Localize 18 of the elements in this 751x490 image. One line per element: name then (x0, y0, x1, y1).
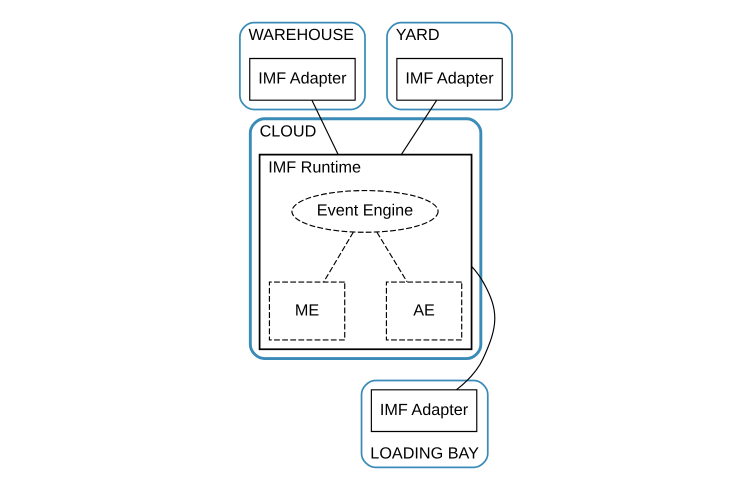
node-box: ME (268, 281, 345, 341)
node-box: IMF Adapter (396, 58, 502, 101)
connector (322, 232, 354, 282)
node-label: CLOUD (259, 122, 316, 140)
node-label: WAREHOUSE (248, 26, 354, 44)
node-label: YARD (395, 26, 440, 44)
node-box: IMF Adapter (370, 389, 477, 432)
node-box: IMF Adapter (248, 58, 356, 101)
cluster (360, 380, 488, 468)
node-box: AE (385, 281, 462, 341)
cluster (248, 117, 482, 360)
cluster (238, 22, 366, 110)
node-label: LOADING BAY (370, 444, 478, 462)
node-ellipse: Event Engine (290, 190, 438, 233)
connector (400, 100, 437, 155)
connector (376, 232, 407, 282)
cluster (386, 22, 512, 110)
connector (456, 266, 495, 390)
